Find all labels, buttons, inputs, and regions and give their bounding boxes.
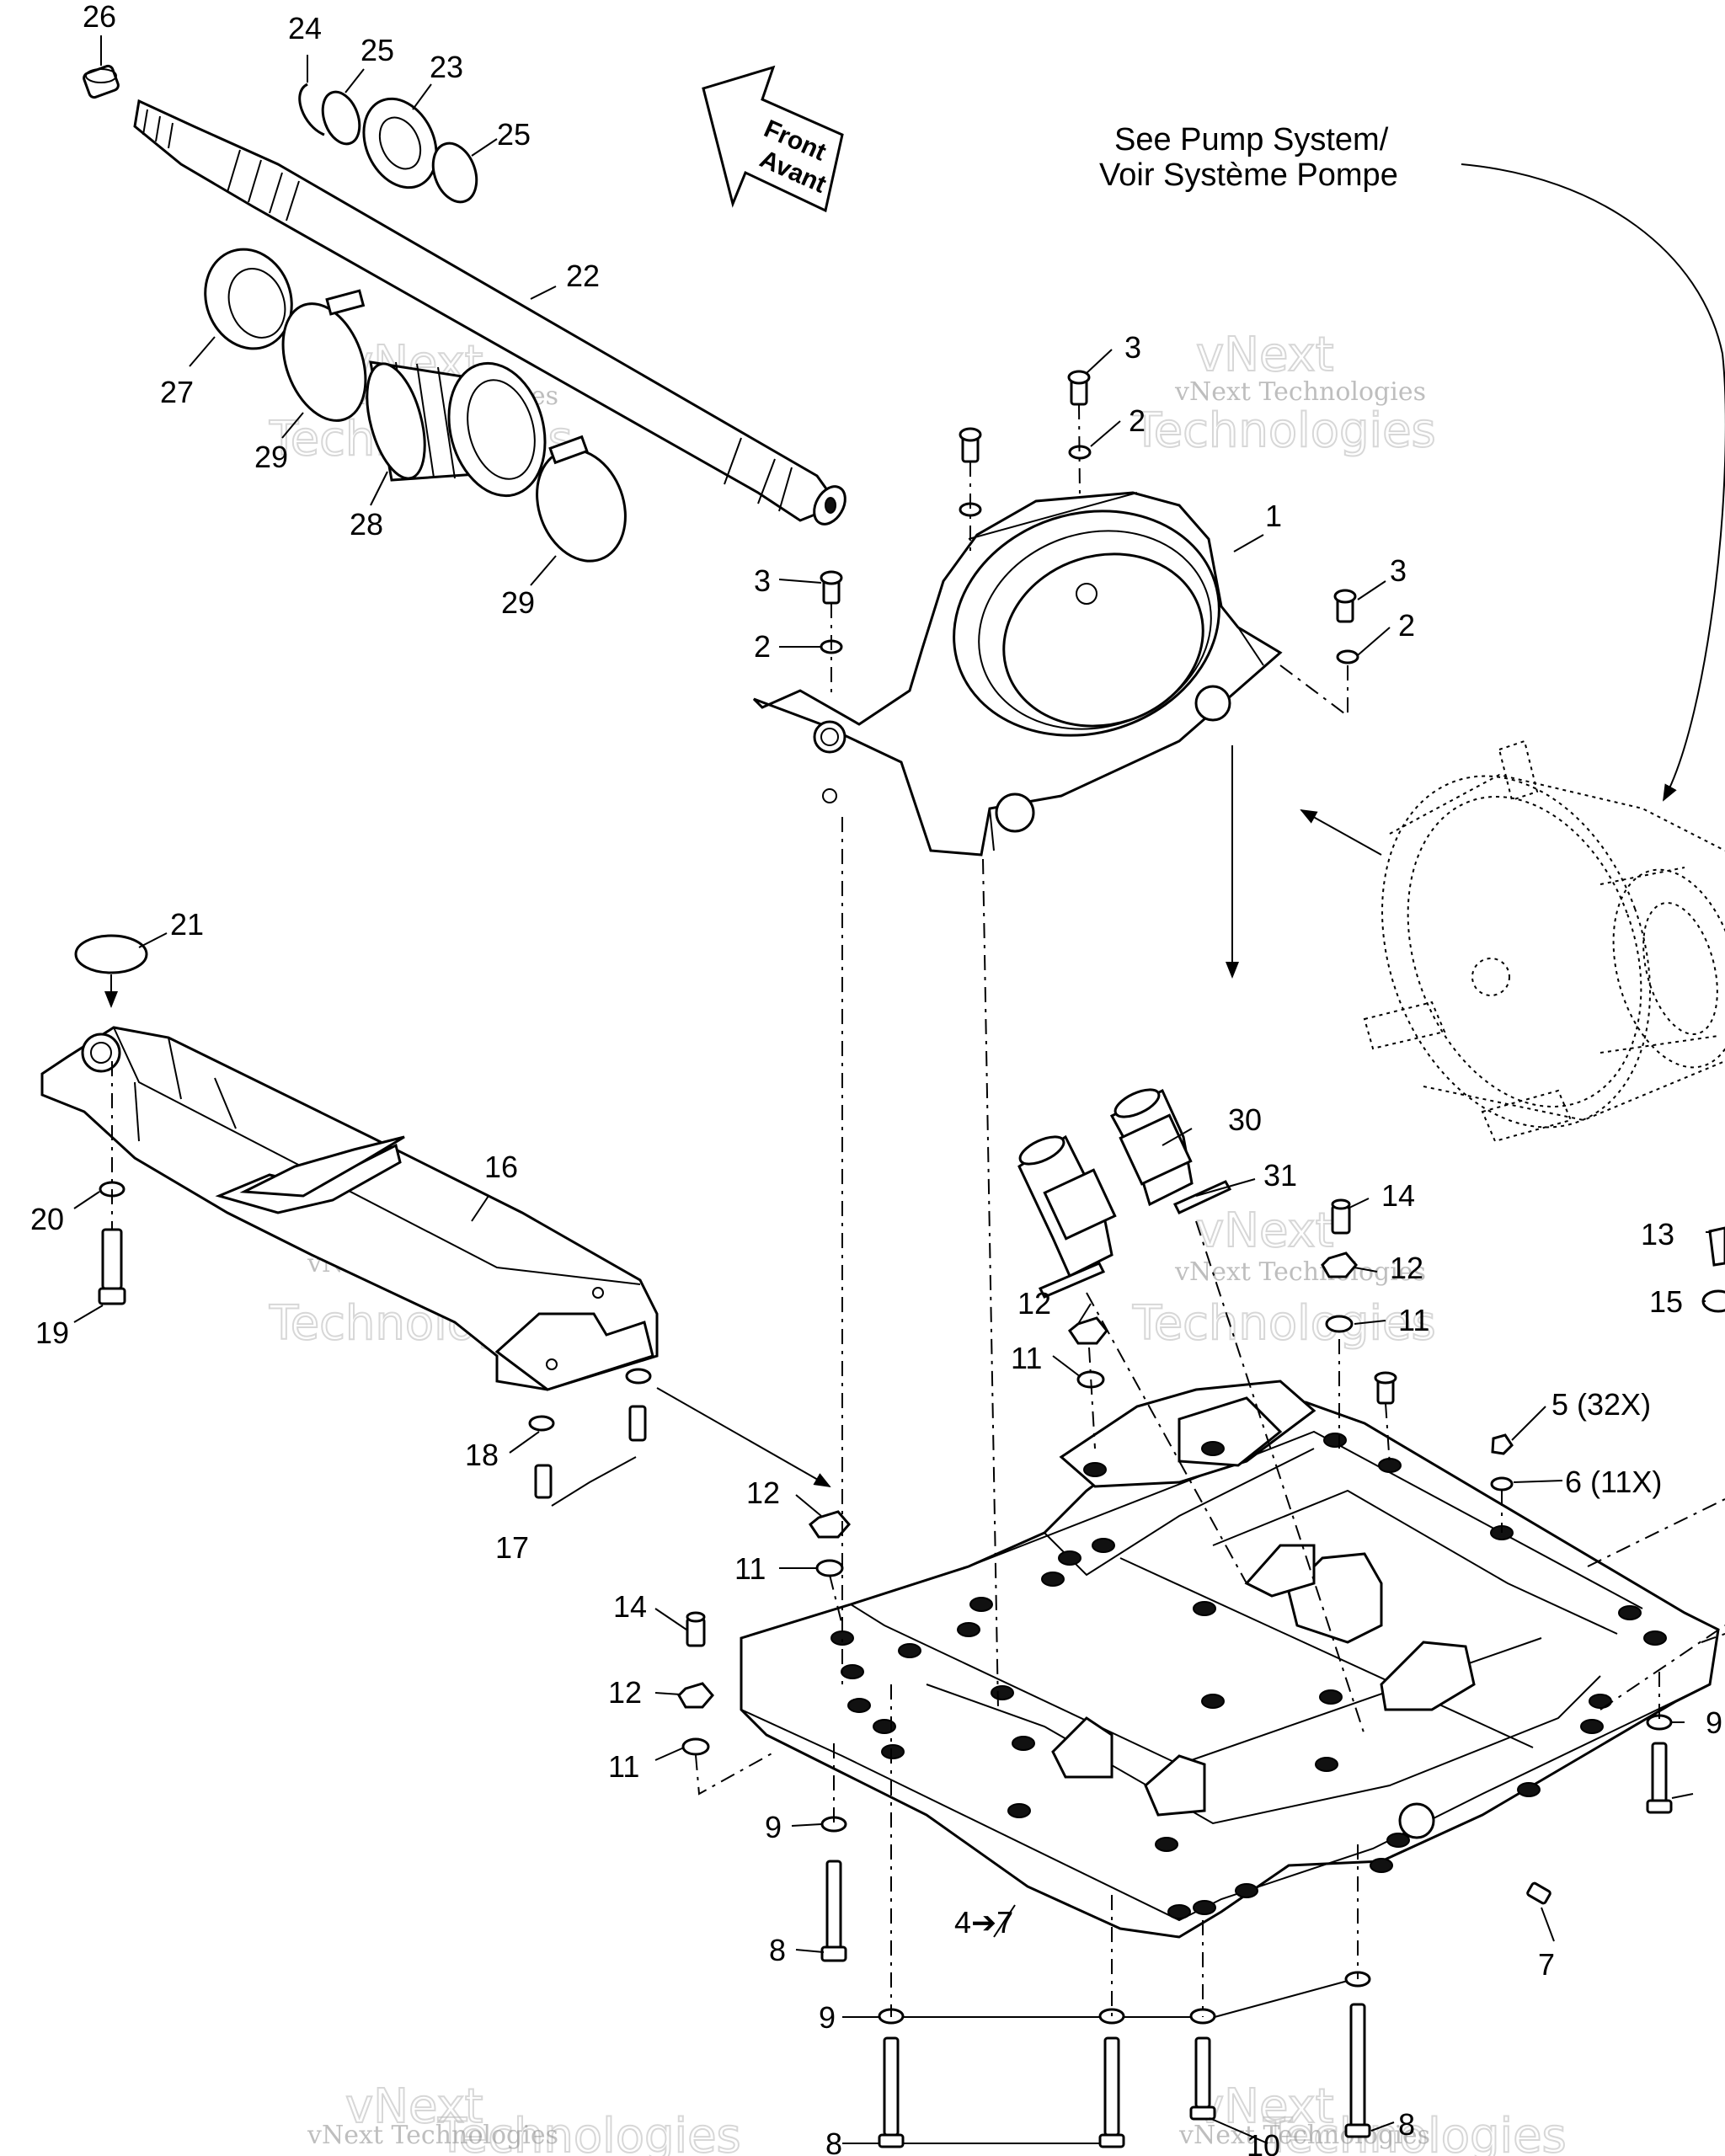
watermark-large-top: vNext xyxy=(1196,1203,1334,1258)
drive-shaft-assembly xyxy=(83,64,846,563)
bearing-fasteners xyxy=(820,370,1359,664)
label-31: 31 xyxy=(1263,1158,1297,1193)
part-22-drive-shaft xyxy=(133,99,846,526)
watermark-large-top: vNext xyxy=(345,2079,483,2134)
watermark-small: vNext Technologies xyxy=(1174,377,1426,407)
label-30: 30 xyxy=(1228,1102,1262,1137)
label-12: 12 xyxy=(1390,1251,1423,1285)
see-pump-system-leader xyxy=(1461,163,1725,802)
label-2: 2 xyxy=(754,629,771,664)
watermark-large-bottom: Technologies xyxy=(1132,403,1436,458)
label-27: 27 xyxy=(160,375,194,409)
rail-to-plate-arrow xyxy=(656,1387,831,1487)
watermark-large-top: vNext xyxy=(1196,328,1334,382)
label-12: 12 xyxy=(746,1476,780,1510)
rail-fasteners-left xyxy=(98,1181,126,1305)
label-9: 9 xyxy=(819,2000,836,2035)
label-21: 21 xyxy=(170,907,204,942)
label-11: 11 xyxy=(1011,1341,1042,1375)
label-4-to-7: 4➔7 xyxy=(954,1905,1013,1940)
part-28-bellows xyxy=(366,360,547,498)
part-16-support-rail xyxy=(40,1026,659,1391)
label-5-32x: 5 (32X) xyxy=(1551,1387,1651,1422)
watermark-large-bottom: Technologies xyxy=(437,2109,741,2156)
part-26-ring xyxy=(83,64,120,99)
label-23: 23 xyxy=(430,50,463,84)
label-11: 11 xyxy=(608,1749,639,1784)
label-6-11x: 6 (11X) xyxy=(1565,1465,1662,1499)
part-30-fittings xyxy=(1017,1088,1194,1278)
label-2: 2 xyxy=(1129,403,1146,438)
label-1: 1 xyxy=(1265,499,1282,533)
label-22: 22 xyxy=(566,259,600,293)
watermark-large-top: vNext xyxy=(1196,2079,1334,2134)
part-25-o-ring xyxy=(321,90,361,146)
bolt-17 xyxy=(534,1464,553,1499)
label-10: 10 xyxy=(1247,2128,1280,2156)
see-pump-system-note: See Pump System/ xyxy=(1114,122,1389,157)
bolt-17 xyxy=(628,1405,647,1442)
washer-18 xyxy=(625,1368,652,1385)
label-2: 2 xyxy=(1398,608,1415,643)
label-29: 29 xyxy=(501,585,535,620)
part-1-bearing-support xyxy=(752,491,1283,857)
part-25-o-ring xyxy=(431,141,478,204)
washer-2 xyxy=(1336,649,1359,664)
pump-reference-outline xyxy=(1363,739,1725,1143)
watermark-small: vNext Technologies xyxy=(1174,1257,1426,1287)
label-16: 16 xyxy=(484,1150,518,1184)
part-labels: 26 24 25 23 25 22 27 29 28 29 3 2 1 3 2 … xyxy=(30,0,1722,2156)
label-3: 3 xyxy=(1124,330,1141,365)
rail-fasteners-right xyxy=(528,1368,652,1499)
washer-18 xyxy=(528,1415,555,1432)
label-29: 29 xyxy=(254,440,288,474)
label-3: 3 xyxy=(754,563,771,598)
part-29-hose-clamp xyxy=(281,289,367,422)
alignment-lines xyxy=(111,403,1725,2017)
watermark-small: vNext Technologies xyxy=(1178,2121,1430,2150)
label-7: 7 xyxy=(1538,1947,1555,1982)
label-24: 24 xyxy=(288,11,322,45)
leader-lines xyxy=(73,35,1712,2144)
label-26: 26 xyxy=(83,0,116,34)
watermark-small: vNext Technologies xyxy=(307,2121,558,2150)
label-25: 25 xyxy=(360,33,394,67)
label-3: 3 xyxy=(1390,553,1407,588)
watermark-large-bottom: Technologies xyxy=(1132,1296,1436,1351)
part-24-retaining-ring xyxy=(298,83,325,136)
label-11: 11 xyxy=(1398,1303,1429,1337)
part-27-seal xyxy=(204,248,293,350)
label-13: 13 xyxy=(1641,1217,1674,1251)
main-mounting-plate xyxy=(740,1380,1720,1939)
label-11: 11 xyxy=(734,1551,766,1586)
part-21-decal xyxy=(74,934,148,974)
label-14: 14 xyxy=(1381,1178,1415,1213)
label-25: 25 xyxy=(497,117,531,152)
label-12: 12 xyxy=(1017,1286,1051,1321)
label-19: 19 xyxy=(35,1315,69,1350)
label-8: 8 xyxy=(1398,2107,1415,2142)
label-15: 15 xyxy=(1649,1284,1683,1319)
label-8: 8 xyxy=(769,1933,786,1967)
part-23-seal-carrier xyxy=(362,97,438,189)
voir-systeme-pompe-note: Voir Système Pompe xyxy=(1099,157,1398,193)
label-12: 12 xyxy=(608,1675,642,1710)
label-20: 20 xyxy=(30,1202,64,1236)
part-29-hose-clamp xyxy=(536,435,627,563)
label-8: 8 xyxy=(825,2127,842,2156)
label-17: 17 xyxy=(495,1530,529,1565)
pump-direction-arrow xyxy=(1300,809,1382,856)
label-9: 9 xyxy=(1706,1705,1722,1740)
watermark-large-bottom: Technologies xyxy=(1263,2109,1567,2156)
label-18: 18 xyxy=(465,1438,499,1472)
front-direction-arrow: Front Avant xyxy=(702,65,844,213)
label-14: 14 xyxy=(613,1589,647,1624)
label-28: 28 xyxy=(350,507,383,542)
bolt-19 xyxy=(101,1228,123,1290)
label-9: 9 xyxy=(765,1810,782,1844)
